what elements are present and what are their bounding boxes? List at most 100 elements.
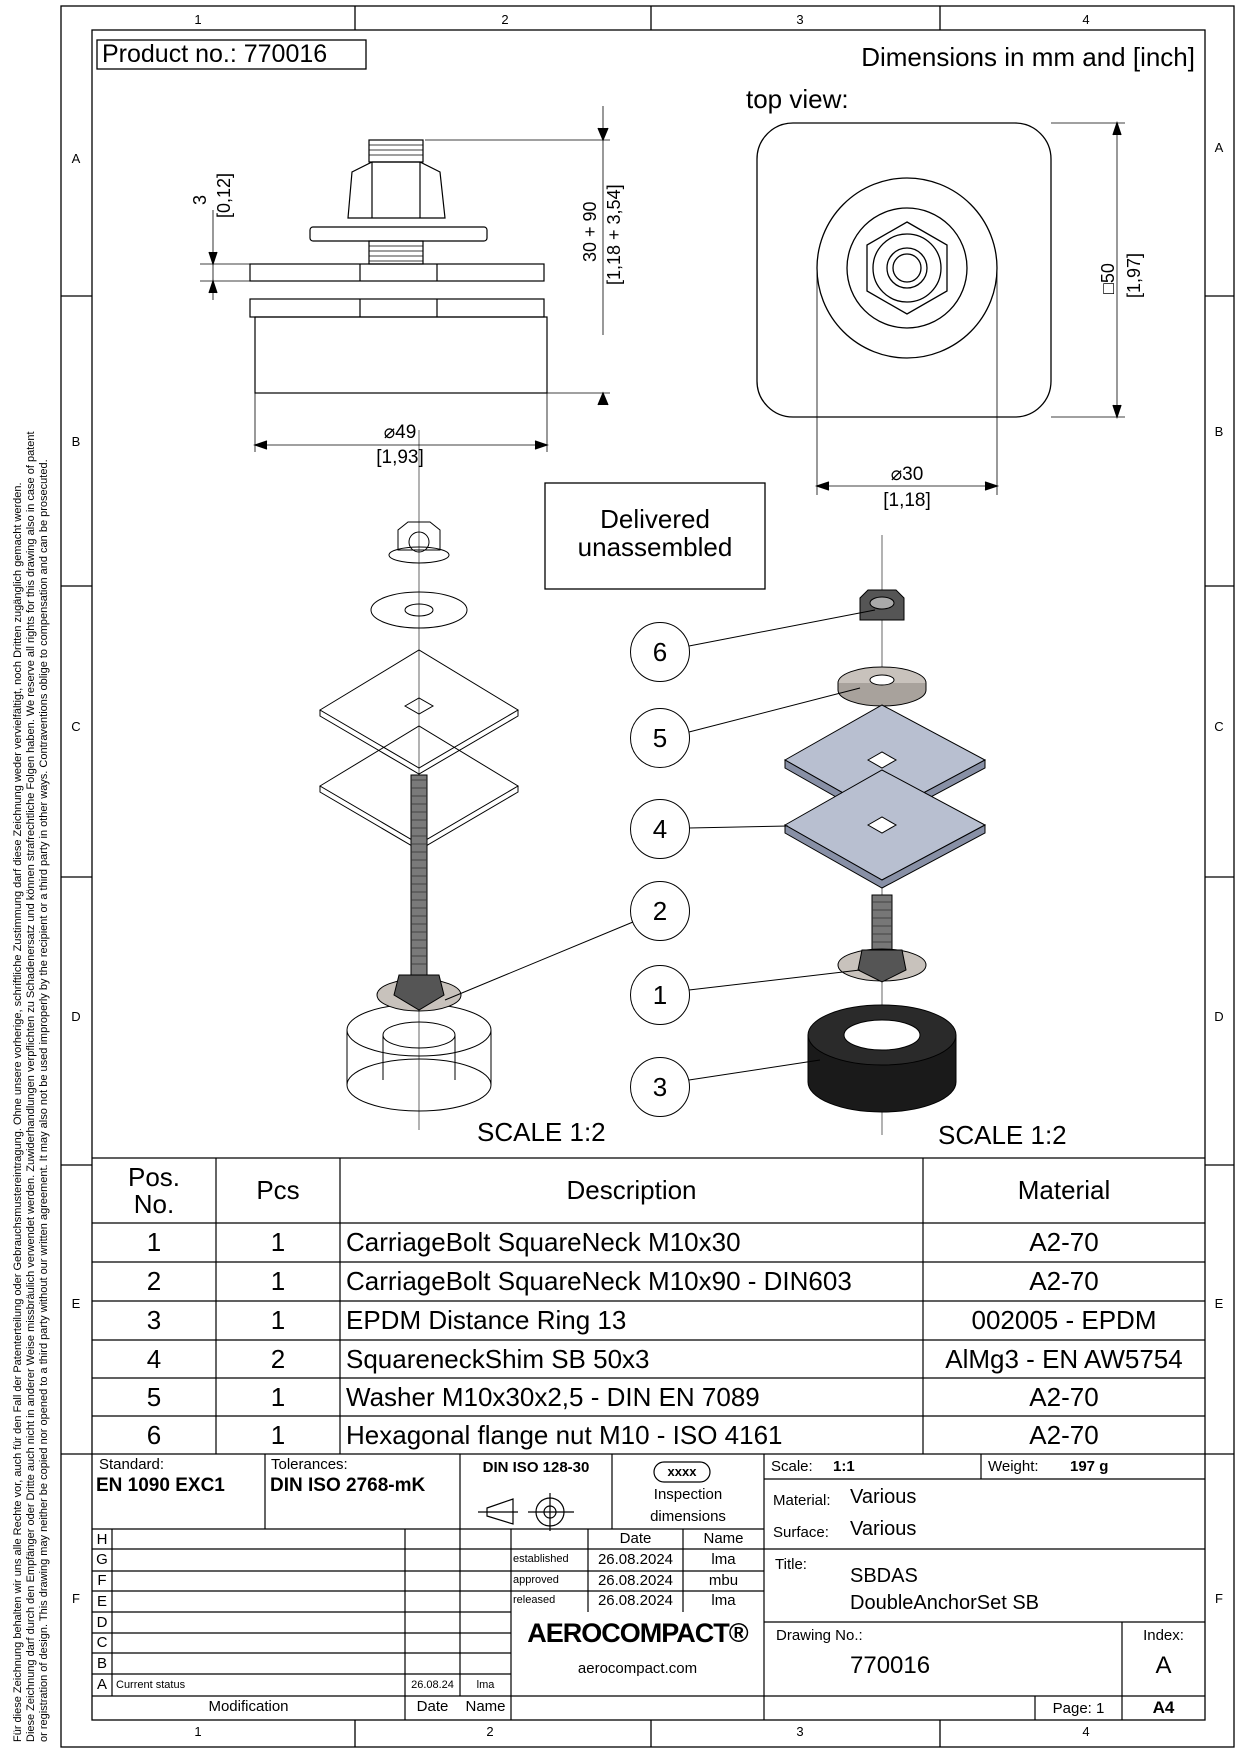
approval-name-2: mbu (708, 1572, 739, 1589)
rev-letter-f: F (97, 1572, 107, 1589)
title-line-1: SBDAS (850, 1565, 918, 1587)
tolerances-label: Tolerances: (271, 1456, 348, 1473)
scale-left: SCALE 1:2 (477, 1117, 606, 1147)
grid-row-b: B (71, 434, 81, 449)
grid-row-a: A (71, 151, 81, 166)
row-6-pcs: 1 (270, 1419, 286, 1450)
parts-table-grid (92, 1157, 1205, 1454)
dim-square-in: [1,97] (1124, 252, 1144, 298)
company-website[interactable]: aerocompact.com (577, 1660, 698, 1677)
row-4-pos: 4 (146, 1343, 162, 1374)
rev-letter-g: G (96, 1551, 108, 1568)
projection-standard: DIN ISO 128-30 (482, 1459, 590, 1476)
row-3-pos: 3 (146, 1305, 162, 1335)
rev-name-label: Name (465, 1698, 506, 1715)
row-2-pos: 2 (146, 1266, 162, 1296)
standard-value: EN 1090 EXC1 (96, 1475, 225, 1496)
material-value: Various (850, 1486, 917, 1508)
balloon-1: 1 (630, 965, 690, 1025)
exploded-view-shaded (783, 535, 987, 1135)
title-label: Title: (775, 1556, 807, 1573)
balloon-2: 2 (630, 881, 690, 941)
top-view (756, 120, 1125, 495)
grid-row-c-right: C (1214, 719, 1224, 734)
dim-thickness-in: [0,12] (214, 172, 234, 218)
delivery-note-line-2: unassembled (577, 532, 733, 562)
row-2-pcs: 1 (270, 1266, 286, 1296)
inspection-badge: xxxx (667, 1464, 697, 1479)
row-2-description: CarriageBolt SquareNeck M10x90 - DIN603 (346, 1266, 852, 1296)
standard-label: Standard: (99, 1456, 165, 1473)
exploded-view-wireframe (319, 430, 519, 1130)
title-block-grid (92, 1453, 1205, 1720)
rev-a-text: Current status (116, 1679, 186, 1691)
approval-date-header: Date (619, 1530, 652, 1547)
grid-col-1: 1 (194, 12, 202, 27)
rev-letter-e: E (96, 1593, 107, 1610)
approval-date-1: 26.08.2024 (597, 1551, 674, 1568)
row-1-pos: 1 (146, 1227, 162, 1257)
grid-col-3-bottom: 3 (796, 1724, 804, 1739)
header-pos: Pos. No. (92, 1158, 216, 1223)
grid-col-4: 4 (1082, 12, 1090, 27)
grid-row-b-right: B (1214, 424, 1224, 439)
scale-value: 1:1 (833, 1458, 855, 1475)
grid-col-2-bottom: 2 (486, 1724, 494, 1739)
grid-col-1-bottom: 1 (194, 1724, 202, 1739)
grid-row-d: D (71, 1009, 81, 1024)
surface-value: Various (850, 1518, 917, 1540)
dim-washer-dia-in: [1,18] (883, 490, 931, 511)
row-4-description: SquareneckShim SB 50x3 (346, 1343, 650, 1374)
approval-role-2: approved (513, 1574, 559, 1586)
row-1-material: A2-70 (1029, 1227, 1099, 1257)
row-6-pos: 6 (146, 1419, 162, 1450)
row-3-description: EPDM Distance Ring 13 (346, 1305, 627, 1335)
balloon-4: 4 (630, 799, 690, 859)
row-5-description: Washer M10x30x2,5 - DIN EN 7089 (346, 1381, 760, 1412)
row-6-description: Hexagonal flange nut M10 - ISO 4161 (346, 1419, 783, 1450)
drawing-no-value: 770016 (850, 1652, 931, 1679)
approval-name-1: lma (711, 1551, 736, 1568)
page-number: Page: 1 (1052, 1700, 1105, 1717)
surface-label: Surface: (773, 1524, 829, 1541)
grid-row-f: F (72, 1591, 80, 1606)
rev-letter-b: B (96, 1655, 107, 1672)
delivery-note: Delivered unassembled (545, 505, 765, 561)
delivery-note-line-1: Delivered (600, 504, 710, 534)
tolerances-value: DIN ISO 2768-mK (270, 1475, 426, 1496)
grid-col-3: 3 (796, 12, 804, 27)
rev-letter-h: H (96, 1531, 108, 1548)
header-pos-line-1: Pos. (127, 1161, 181, 1192)
bolt-long (376, 774, 462, 1012)
weight-value: 197 g (1070, 1458, 1109, 1475)
legal-notice-line-3: or registration of design. This drawing … (38, 459, 50, 1742)
row-1-pcs: 1 (270, 1227, 286, 1257)
scale-right: SCALE 1:2 (938, 1120, 1067, 1150)
grid-row-e-right: E (1214, 1296, 1224, 1311)
header-material: Material (1017, 1175, 1111, 1205)
row-4-pcs: 2 (270, 1343, 286, 1374)
rev-date-label: Date (416, 1698, 449, 1715)
legal-notice-line-1: Für diese Zeichnung behalten wir uns all… (12, 482, 24, 1742)
dim-square-mm: □50 (1098, 263, 1118, 294)
balloon-3: 3 (630, 1057, 690, 1117)
grid-row-c: C (71, 719, 81, 734)
header-pcs: Pcs (256, 1175, 300, 1205)
top-view-label: top view: (746, 84, 849, 114)
rev-letter-c: C (96, 1634, 108, 1651)
row-2-material: A2-70 (1029, 1266, 1099, 1296)
side-view (200, 106, 610, 452)
product-number: Product no.: 770016 (102, 40, 328, 68)
dim-ring-dia-in: [1,93] (376, 447, 424, 468)
modification-label: Modification (208, 1698, 289, 1715)
grid-row-f-right: F (1215, 1591, 1223, 1606)
rev-a-date: 26.08.24 (411, 1679, 454, 1691)
dim-length-in: [1,18 + 3,54] (604, 184, 624, 285)
grid-row-e: E (71, 1296, 81, 1311)
row-3-pcs: 1 (270, 1305, 286, 1335)
dim-thickness-mm: 3 (190, 194, 210, 205)
grid-col-2: 2 (501, 12, 509, 27)
dim-length-mm: 30 + 90 (580, 201, 600, 262)
inspection-label-2: dimensions (650, 1508, 726, 1525)
